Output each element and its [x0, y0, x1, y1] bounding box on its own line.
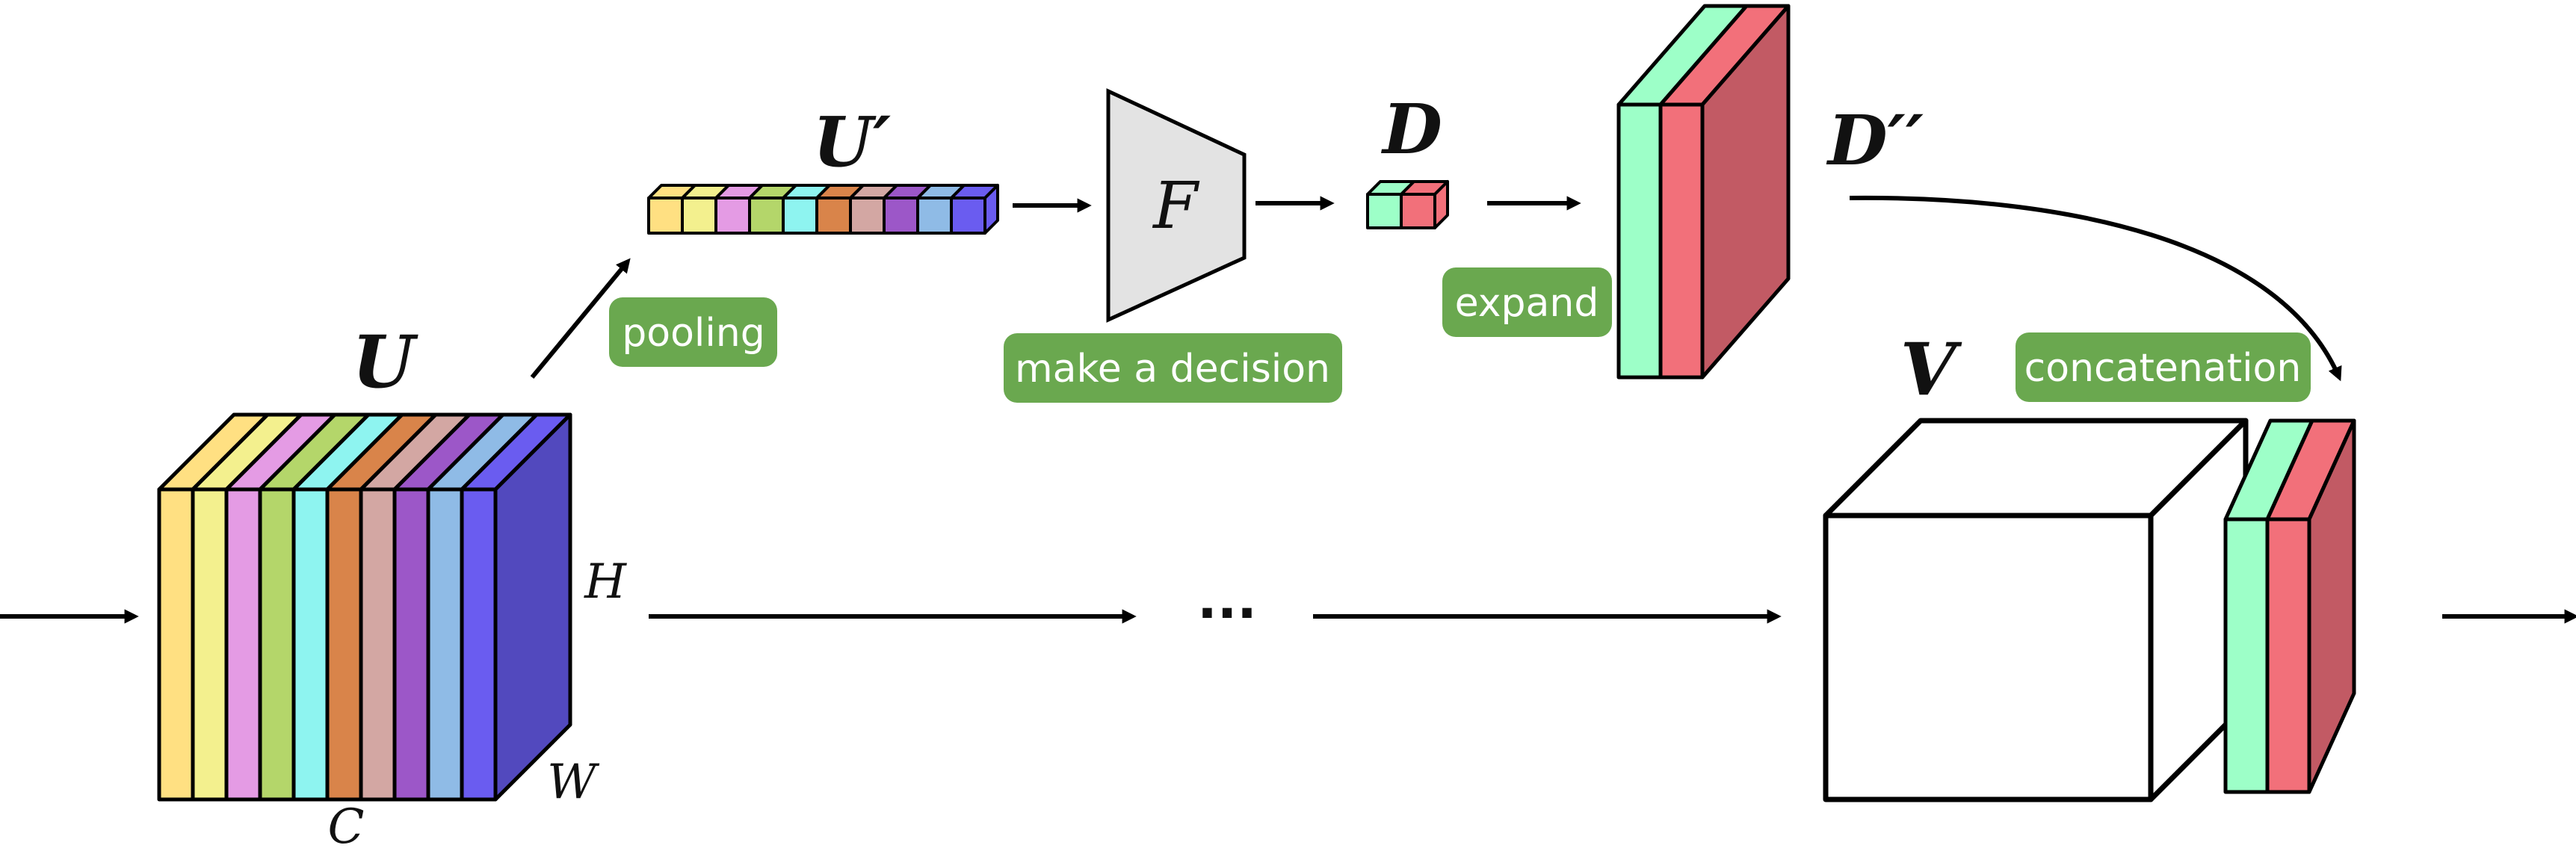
label-v: V [1900, 327, 1962, 412]
expand-tag-bg [1442, 267, 1612, 337]
decision-tag-label: make a decision [1015, 347, 1330, 392]
u-channel-front-8 [392, 487, 430, 802]
label-u-prime: U′ [813, 102, 892, 182]
u-channel-front-1 [157, 487, 195, 802]
u-prime-cell-front-5 [782, 197, 818, 235]
u-prime-cell-front-7 [849, 197, 886, 235]
u-prime-cell-front-3 [714, 197, 751, 235]
u-channel-front-10 [460, 487, 498, 802]
feature-map-v [1823, 418, 2249, 802]
decision-tag-bg [1004, 333, 1342, 403]
u-channel-front-9 [426, 487, 464, 802]
concat-slab-front-2 [2265, 517, 2311, 794]
u-channel-side [493, 412, 572, 802]
pooling-arrow [530, 258, 631, 379]
expanded-map-d-double-prime [1616, 4, 1791, 380]
label-u: U [352, 320, 418, 404]
pooled-vector-u-prime [647, 184, 999, 235]
label-d: D [1380, 89, 1442, 170]
decision-tag: make a decision [1004, 333, 1342, 403]
concatenation-tag: concatenation [2016, 332, 2311, 402]
decision-vector-d [1366, 180, 1449, 229]
pooling-tag: pooling [609, 297, 777, 367]
u-channel-front-5 [291, 487, 330, 802]
d2-slab-front-2 [1658, 102, 1705, 380]
u-channel-front-7 [359, 487, 397, 802]
pooling-tag-label: pooling [622, 311, 765, 356]
decision-function-f [1106, 88, 1247, 323]
u-prime-cell-side [983, 184, 999, 235]
u-prime-cell-front-10 [950, 197, 986, 235]
u-channel-front-3 [224, 487, 262, 802]
d2-slab-side [1700, 4, 1791, 380]
label-h: H [584, 554, 627, 610]
label-c: C [328, 799, 365, 854]
expand-tag-label: expand [1455, 281, 1599, 326]
u-prime-cell-front-4 [748, 197, 785, 235]
u-prime-cell-front-2 [681, 197, 717, 235]
u-prime-cell-front-9 [916, 197, 953, 235]
ellipsis: ··· [1197, 583, 1257, 644]
u-channel-front-2 [191, 487, 229, 802]
v-front-face [1823, 513, 2154, 802]
label-f: F [1152, 169, 1200, 244]
d2-slab-front-1 [1616, 102, 1663, 380]
d-cell-side [1433, 180, 1449, 229]
pooling-tag-bg [609, 297, 777, 367]
u-prime-cell-front-8 [883, 197, 919, 235]
label-d-double-prime: D′′ [1826, 100, 1924, 181]
concat-slab-side [2307, 418, 2356, 794]
concatenation-tag-label: concatenation [2024, 346, 2302, 391]
d-cell-front-1 [1366, 193, 1403, 229]
u-prime-cell-front-6 [815, 197, 852, 235]
concatenation-tag-bg [2016, 332, 2311, 402]
expand-tag: expand [1442, 267, 1612, 337]
u-prime-cell-front-1 [647, 197, 684, 235]
concat-slab-front-1 [2223, 517, 2270, 794]
concatenated-decision-block [2223, 418, 2356, 794]
concat-curve-arrow [1849, 195, 2342, 382]
u-channel-front-6 [325, 487, 363, 802]
u-channel-front-4 [258, 487, 296, 802]
feature-map-u [157, 412, 572, 802]
label-w: W [547, 755, 600, 810]
d-cell-front-2 [1400, 193, 1436, 229]
